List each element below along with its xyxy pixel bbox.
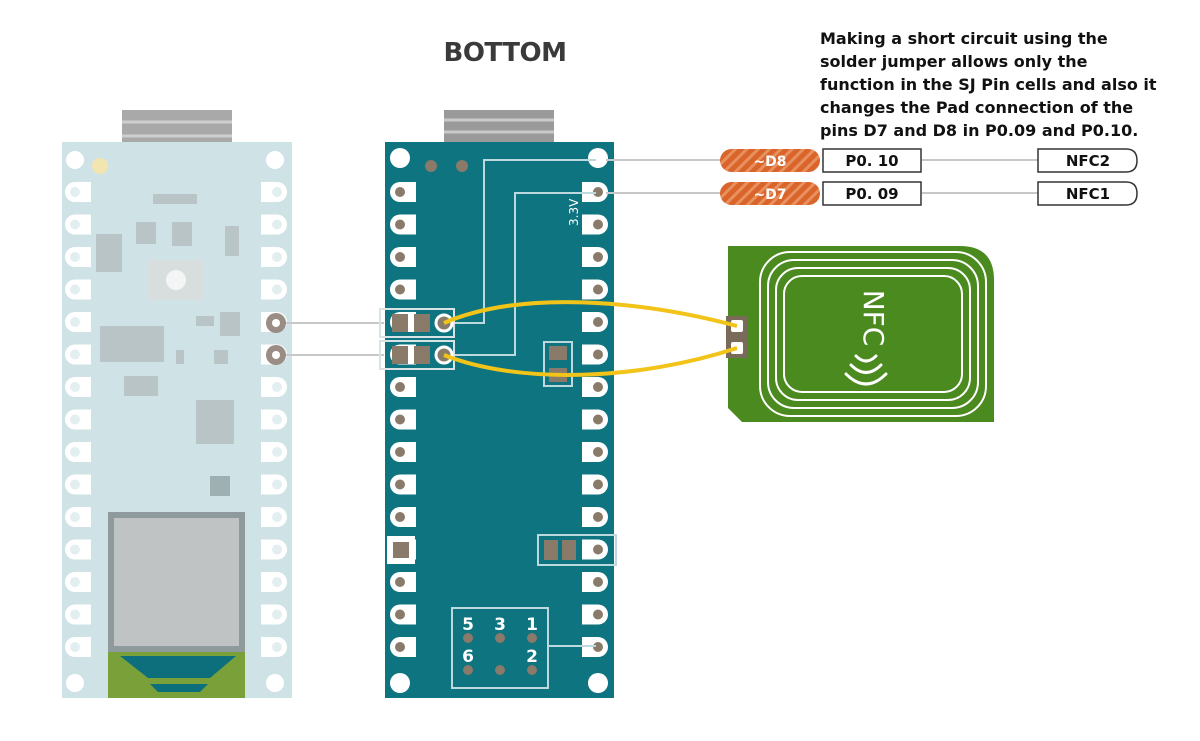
header-pad-hole	[272, 609, 282, 620]
header-pad-hole	[70, 512, 80, 522]
header-pad-hole	[593, 577, 603, 587]
port-label-p010: P0. 10	[845, 152, 898, 170]
solder-jumper-note: Making a short circuit using the solder …	[820, 29, 1157, 140]
pin-label-d8: ~D8	[753, 154, 786, 170]
header-pad-hole	[70, 382, 80, 392]
nfc-antenna: NFC	[726, 246, 994, 422]
function-label-nfc1: NFC1	[1066, 185, 1110, 203]
bottom-view-board: 3.3V	[379, 110, 617, 698]
header-pad-hole	[70, 414, 80, 425]
jumper-guide-lines	[286, 322, 384, 356]
header-pad-hole	[593, 609, 603, 620]
header-pad-hole	[395, 414, 405, 425]
header-pad-hole	[272, 544, 282, 555]
header-pad-hole	[395, 609, 405, 620]
header-pad-hole	[395, 219, 405, 230]
header-pad-hole	[70, 317, 80, 327]
header-pad-hole	[593, 512, 603, 522]
header-pad-hole	[272, 219, 282, 230]
bottom-pcb	[385, 142, 614, 698]
port-label-p009: P0. 09	[845, 185, 898, 203]
header-pad-hole	[593, 284, 603, 295]
header-pad-hole	[272, 577, 282, 587]
header-pad-hole	[272, 284, 282, 295]
connector-pin-3: 3	[494, 615, 506, 635]
pin-mapping-table: ~D8 P0. 10 NFC2 ~D7 P0. 09 NFC1	[606, 148, 1138, 206]
header-pad-hole	[395, 642, 405, 652]
connector-pin-1: 1	[526, 615, 538, 635]
function-box-nfc1	[1037, 181, 1138, 206]
connector-pin-2: 2	[526, 647, 538, 667]
header-pad-hole	[395, 382, 405, 392]
connector-pin-6: 6	[462, 647, 474, 667]
header-pad-hole	[70, 479, 80, 490]
header-pad-hole	[395, 447, 405, 457]
pin-badge-d8	[720, 149, 820, 172]
pin-row-d7: ~D7 P0. 09 NFC1	[720, 181, 1138, 206]
header-pad-hole	[593, 317, 603, 327]
header-pad-hole	[70, 447, 80, 457]
header-pad-hole	[593, 479, 603, 490]
pin-badge-d7	[720, 182, 820, 205]
solder-jumper-sj2	[379, 340, 455, 370]
function-box-nfc2	[1037, 148, 1138, 173]
debug-connector: 5 3 1 6 2	[451, 607, 596, 689]
header-pad-hole	[272, 252, 282, 262]
header-pad-hole	[395, 479, 405, 490]
header-pad-hole	[593, 219, 603, 230]
diagram-title: BOTTOM	[443, 38, 567, 68]
header-pad-hole	[593, 187, 603, 197]
port-box-p010	[822, 148, 922, 173]
header-pad-hole	[70, 252, 80, 262]
header-pad-hole	[272, 642, 282, 652]
header-pad-hole	[395, 187, 405, 197]
function-label-nfc2: NFC2	[1066, 152, 1110, 170]
header-pad-hole	[272, 414, 282, 425]
header-pad-hole	[593, 382, 603, 392]
silkscreen-3v3-label: 3.3V	[567, 198, 581, 226]
header-pad-hole	[70, 577, 80, 587]
header-pad-hole	[70, 609, 80, 620]
pin-label-d7: ~D7	[753, 187, 786, 203]
connector-pin-5: 5	[462, 615, 474, 635]
header-pad-hole	[272, 187, 282, 197]
header-pad-hole	[70, 219, 80, 230]
header-pad-hole	[593, 544, 603, 555]
header-pad-hole	[593, 447, 603, 457]
header-pad-hole	[395, 512, 405, 522]
nfc-antenna-label: NFC	[857, 290, 890, 347]
pin-row-d8: ~D8 P0. 10 NFC2	[720, 148, 1138, 173]
header-pad-hole	[395, 284, 405, 295]
header-pad-hole	[395, 577, 405, 587]
header-pad-hole	[395, 252, 405, 262]
header-pad-hole	[70, 349, 80, 360]
top-view-board	[62, 110, 292, 698]
header-pad-hole	[70, 187, 80, 197]
header-pad-hole	[593, 252, 603, 262]
header-pad-hole	[70, 284, 80, 295]
usb-connector-bottom	[444, 110, 554, 144]
nfc-waves-icon	[844, 354, 888, 386]
jumper-wires	[443, 300, 738, 377]
port-box-p009	[822, 181, 922, 206]
header-pad-hole	[272, 447, 282, 457]
header-pad-hole	[593, 642, 603, 652]
header-pad-hole	[272, 479, 282, 490]
header-pad-hole	[593, 349, 603, 360]
header-pad-hole	[593, 414, 603, 425]
header-pad-hole	[70, 544, 80, 555]
header-pad-hole	[272, 512, 282, 522]
header-pad-hole	[272, 382, 282, 392]
header-pad-hole	[70, 642, 80, 652]
